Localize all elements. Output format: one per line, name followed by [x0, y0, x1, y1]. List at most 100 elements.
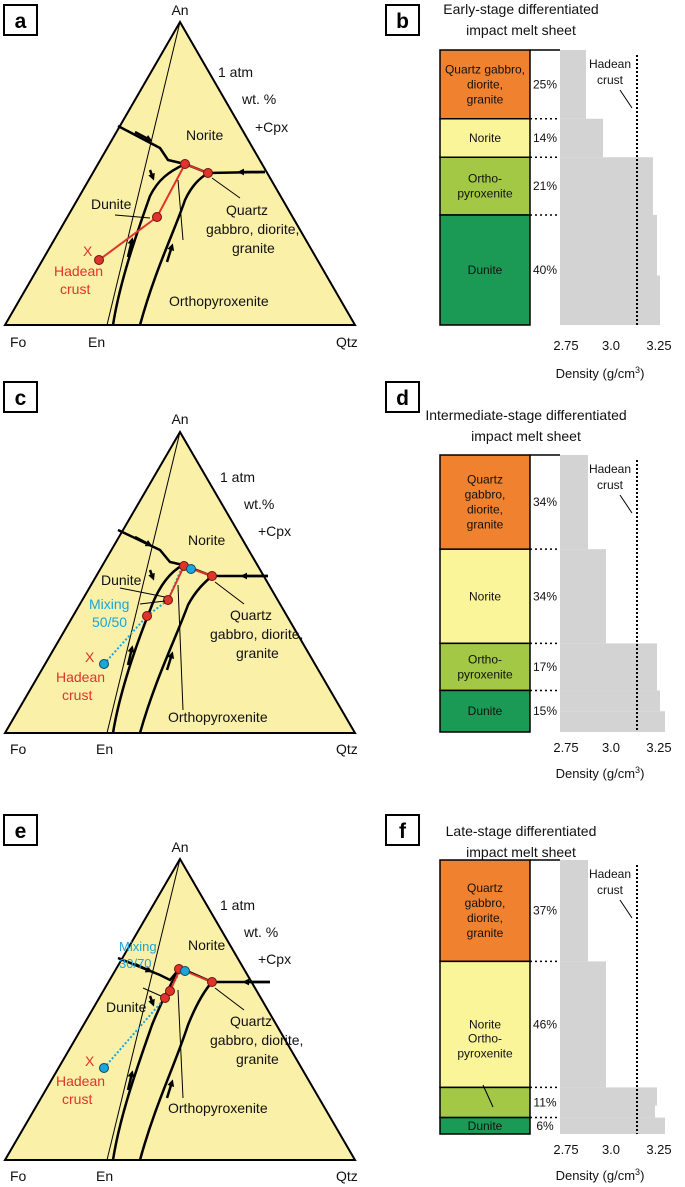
density-bar-3 — [560, 1087, 657, 1106]
arrow-left-cotectic — [126, 237, 135, 258]
cpx-label: +Cpx — [255, 119, 288, 135]
mixing-line — [103, 615, 148, 665]
density-bar-4 — [560, 711, 665, 732]
layer-label-quartz: diorite, — [467, 77, 503, 91]
hadean-crust-label: Hadean — [589, 867, 631, 881]
hadean-melt-path — [98, 162, 209, 261]
quartz-point — [207, 977, 217, 987]
layer-label-quartz: gabbro, — [465, 896, 506, 910]
layer-norite — [439, 960, 531, 1089]
layer-percent-orthopyroxenite: 17% — [533, 660, 557, 674]
arrow-upper — [134, 962, 153, 973]
dunite-point — [152, 212, 162, 222]
pressure-label: 1 atm — [220, 897, 255, 913]
leader-ortho — [482, 1084, 494, 1108]
layer-percent-quartz: 34% — [533, 495, 557, 509]
leader-quartz — [214, 581, 245, 605]
x-axis-label: Density (g/cm3) — [556, 365, 645, 381]
density-bar-3 — [560, 157, 653, 215]
density-bar-1 — [560, 455, 588, 550]
ortho-field-label: Orthopyroxenite — [168, 1100, 268, 1116]
norite-mix-point — [180, 966, 190, 976]
quartz-point — [207, 571, 217, 581]
cotectic-upper — [117, 956, 270, 984]
dunite-point — [165, 986, 175, 996]
density-bar-3 — [560, 643, 657, 691]
arrow-upper-left — [148, 169, 155, 181]
cpx-label: +Cpx — [258, 951, 291, 967]
density-bar-2 — [560, 961, 606, 1088]
dunite-field-label: Dunite — [106, 999, 147, 1015]
panel-label-b: b — [396, 10, 409, 33]
layer-percent-orthopyroxenite: 21% — [533, 179, 557, 193]
layer-dunite — [439, 689, 531, 733]
layer-label-norite: Norite — [469, 1017, 501, 1031]
arrow-right-cotectic — [165, 243, 175, 263]
layer-norite — [439, 118, 531, 158]
leader-mixing — [139, 600, 166, 605]
arrow-upper-left — [148, 569, 155, 581]
ortho-field-label: Orthopyroxenite — [168, 709, 268, 725]
layer-percent-dunite: 40% — [533, 263, 557, 277]
density-bar-4 — [560, 215, 657, 276]
dunite-point — [163, 595, 173, 605]
mixing-point — [142, 611, 152, 621]
x-axis-label: Density (g/cm3) — [556, 1167, 645, 1183]
density-bar-1 — [560, 860, 588, 962]
layer-label-dunite: Dunite — [468, 704, 503, 718]
layer-label-norite: Norite — [469, 589, 501, 603]
layer-orthopyroxenite — [439, 1086, 531, 1119]
density-bar-4 — [560, 1117, 665, 1134]
cotectic-right — [138, 981, 213, 1161]
arrow-right-cotectic — [165, 1079, 175, 1099]
cotectic-right — [138, 171, 209, 326]
hadean-point — [99, 1063, 109, 1073]
corner-qtz-label: Qtz — [336, 334, 358, 350]
layer-dunite — [439, 214, 531, 326]
x-tick-label: 3.25 — [646, 338, 671, 353]
units-label: wt. % — [241, 91, 276, 107]
layer-dunite — [439, 1116, 531, 1135]
norite-field-label: Norite — [188, 532, 226, 548]
hadean-label-1: Hadean — [54, 263, 103, 279]
quartz-line-2: gabbro, diorite, — [206, 221, 299, 237]
panel-label-box-b — [385, 4, 420, 36]
hadean-label-2: crust — [60, 281, 90, 297]
quartz-line-1: Quartz — [230, 1013, 272, 1029]
panel-label-box-c — [3, 381, 38, 413]
density-bar-2 — [560, 118, 603, 158]
layer-quartz — [439, 454, 531, 550]
leader-ortho — [177, 584, 184, 711]
arrow-upper-left — [148, 995, 155, 1007]
apex-an-label: An — [171, 2, 188, 18]
panel-label-e: e — [15, 820, 27, 843]
column-title-line-1: Early-stage differentiated — [443, 1, 598, 17]
panel-label-c: c — [15, 387, 27, 410]
en-label: En — [88, 334, 105, 350]
cotectic-right — [138, 575, 213, 734]
panel-label-a: a — [15, 10, 27, 33]
density-bar-1 — [560, 50, 586, 119]
hadean-x: X — [83, 243, 93, 259]
hadean-crust-label: Hadean — [589, 57, 631, 71]
hadean-crust-label: Hadean — [589, 462, 631, 476]
arrow-upper — [134, 535, 153, 547]
layer-label-quartz: Quartz — [467, 881, 503, 895]
cotectic-upper — [117, 528, 268, 578]
layer-percent-norite: 14% — [533, 131, 557, 145]
x-tick-label: 2.75 — [553, 1142, 578, 1157]
an-en-join-line — [106, 21, 181, 326]
mixing-label-2: 50/50 — [92, 614, 127, 630]
hadean-leader — [619, 89, 633, 109]
layer-label-dunite: Dunite — [468, 263, 503, 277]
column-title-line-2: impact melt sheet — [466, 844, 576, 860]
leader-dunite — [114, 214, 151, 219]
dunite-field-label: Dunite — [91, 196, 132, 212]
hadean-crust-label: crust — [597, 73, 624, 87]
layer-percent-quartz: 37% — [533, 904, 557, 918]
panel-label-box-e — [3, 814, 38, 846]
mixing-label-1: Mixing — [89, 596, 129, 612]
